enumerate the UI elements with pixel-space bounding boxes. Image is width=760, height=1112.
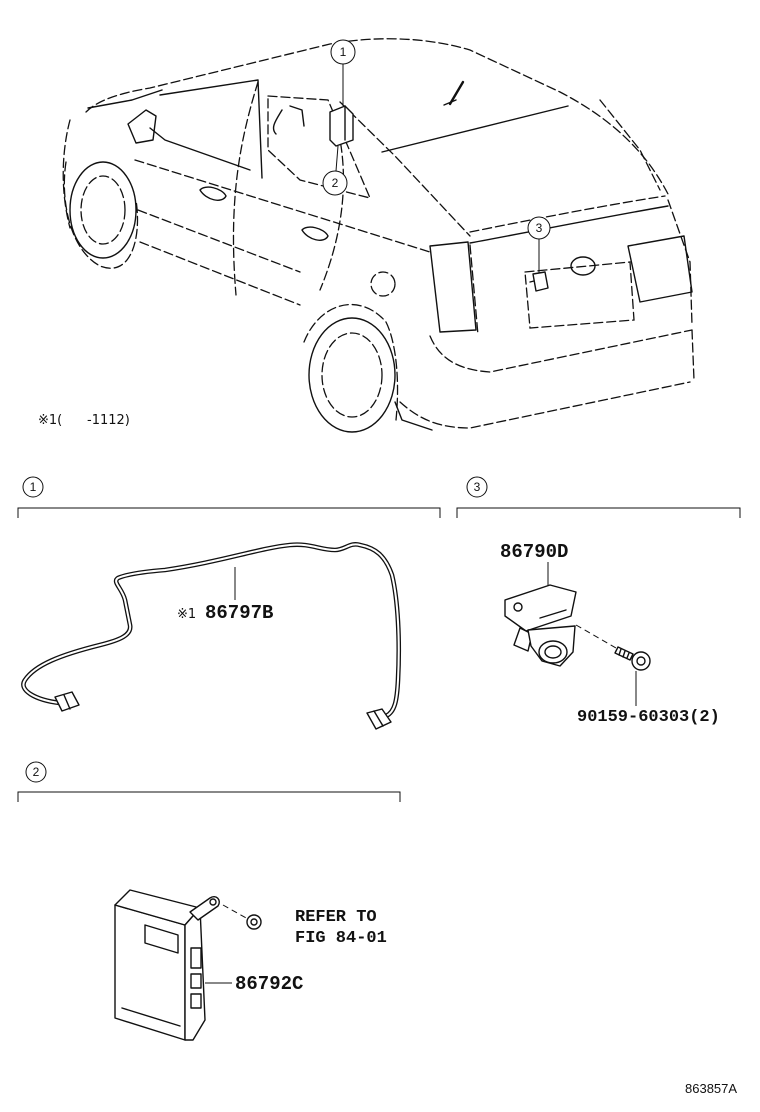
vehicle-callout-2: 2 [322, 145, 348, 196]
section-3-header: 3 [456, 476, 741, 518]
wire-assembly [21, 542, 402, 730]
figure-id: 863857A [685, 1081, 737, 1096]
vehicle-callout-3: 3 [527, 216, 551, 273]
applicability-note: ※1( -1112) [38, 413, 130, 428]
screw-part-number: 90159-60303(2) [577, 708, 720, 727]
ecu-module [114, 889, 220, 1041]
vehicle-outline [62, 38, 695, 433]
section-2-header: 2 [17, 761, 401, 802]
vehicle-part-ecu-location [329, 105, 354, 147]
refer-text-line-1: REFER TO [295, 908, 377, 927]
camera-assembly [504, 584, 577, 667]
section-1-header: 1 [17, 476, 441, 518]
ecu-nut [246, 914, 262, 930]
vehicle-callout-3-label: 3 [536, 221, 543, 235]
vehicle-part-camera-location [529, 271, 549, 292]
camera-part-number: 86790D [500, 541, 568, 563]
vehicle-callout-1: 1 [330, 39, 356, 106]
wire-part-number: 86797B [205, 602, 273, 624]
screw [614, 646, 651, 671]
vehicle-callout-2-label: 2 [332, 176, 339, 190]
ecu-part-number: 86792C [235, 973, 303, 995]
wire-applicability-mark: ※1 [177, 607, 196, 622]
vehicle-callout-1-label: 1 [340, 45, 347, 59]
section-2-number: 2 [33, 765, 40, 779]
section-1-number: 1 [30, 480, 37, 494]
section-3-number: 3 [474, 480, 481, 494]
refer-text-line-2: FIG 84-01 [295, 929, 387, 948]
